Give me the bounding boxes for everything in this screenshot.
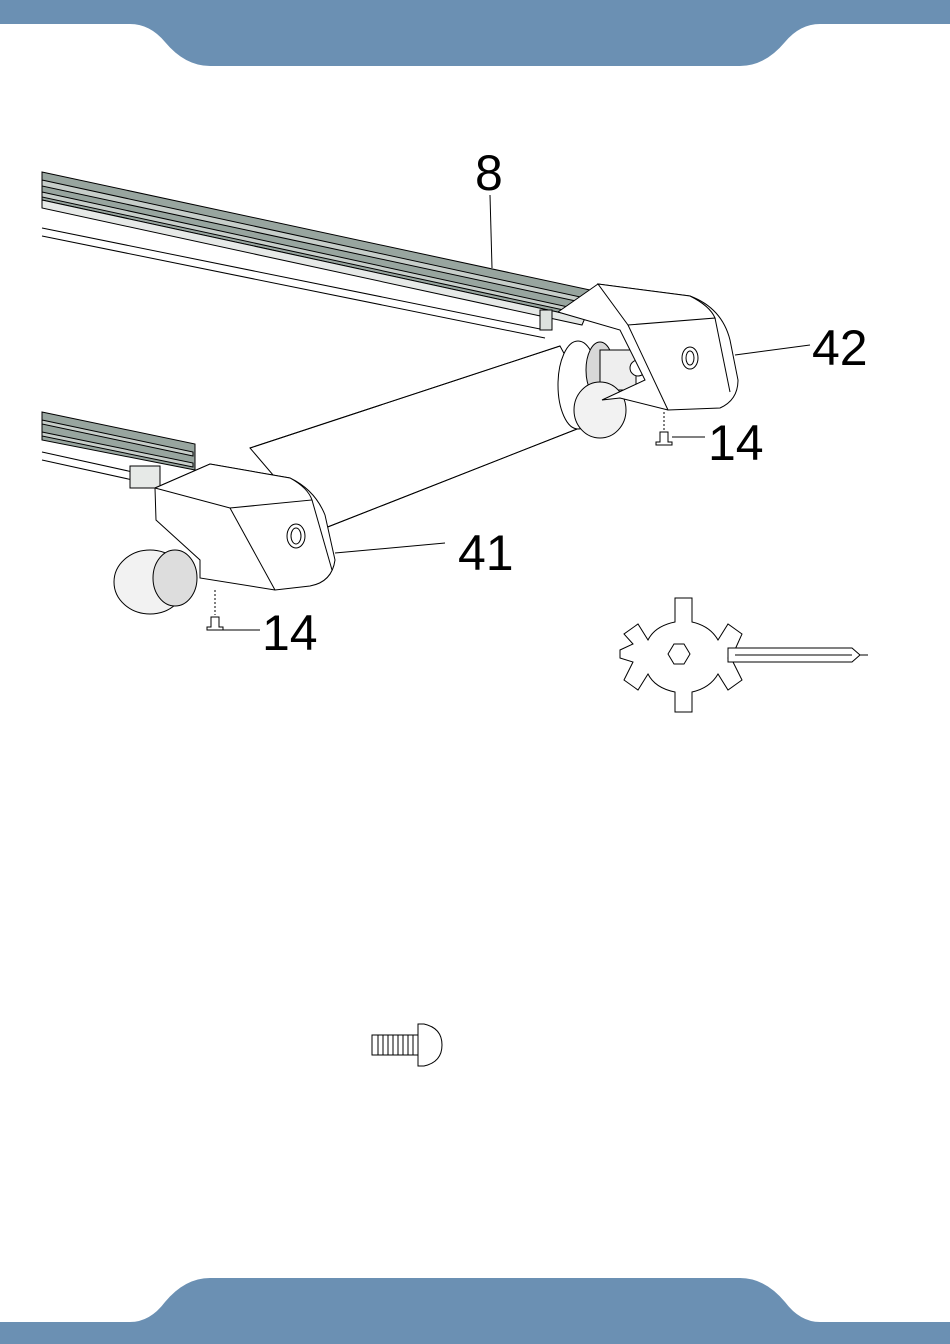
header-band [0,0,950,66]
allen-wrench-screwdriver-combo-icon [620,598,868,712]
hex-bolt-icon [372,1024,442,1066]
screw-left [207,617,223,630]
callout-42: 42 [812,320,868,376]
footer-band [0,1278,950,1344]
leader-8 [490,195,492,268]
callout-14-left: 14 [262,605,318,661]
leader-42 [735,345,810,355]
callout-14-right: 14 [708,415,764,471]
right-foot [574,382,626,438]
callout-8: 8 [475,145,503,201]
screw-right [656,432,672,445]
callout-41: 41 [458,525,514,581]
leader-41 [335,543,445,553]
treadmill-rear-illustration [42,172,810,630]
